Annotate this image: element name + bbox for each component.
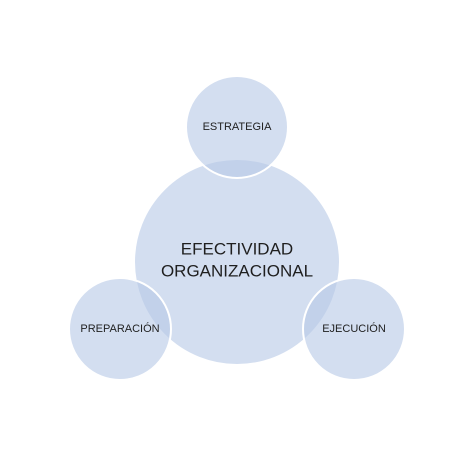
center-label-line1: EFECTIVIDAD xyxy=(181,239,293,258)
left-node xyxy=(68,277,172,381)
top-label: ESTRATEGIA xyxy=(203,121,273,133)
top-node xyxy=(185,75,289,179)
left-label: PREPARACIÓN xyxy=(80,322,159,335)
right-node xyxy=(302,277,406,381)
center-label-line2: ORGANIZACIONAL xyxy=(161,261,313,280)
right-circle xyxy=(302,277,406,381)
top-circle xyxy=(185,75,289,179)
right-label: EJECUCIÓN xyxy=(322,322,386,335)
left-circle xyxy=(68,277,172,381)
